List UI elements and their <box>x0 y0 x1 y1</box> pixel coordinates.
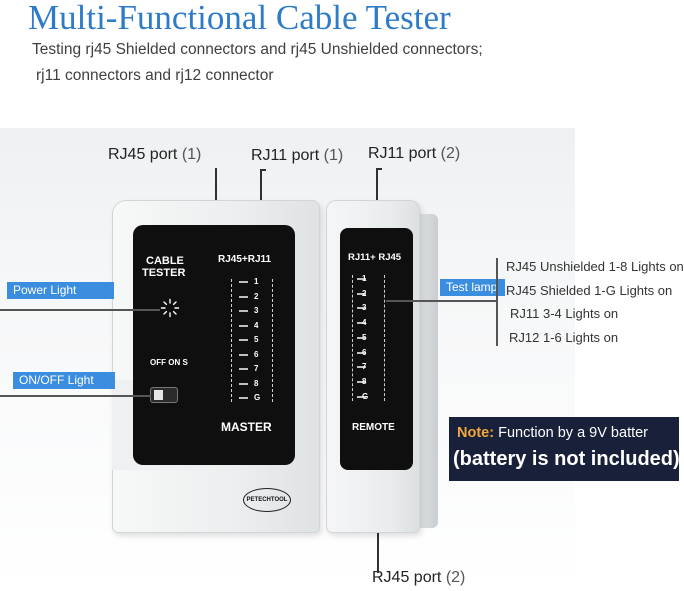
rj11-port-1-leader-tick <box>260 169 266 171</box>
master-lamp-6 <box>239 353 248 356</box>
remote-lamp-6 <box>357 351 366 354</box>
rj11-port-2-leader <box>376 168 378 200</box>
remote-lamp-label-8: 8 <box>362 376 367 386</box>
battery-note-line-2: (battery is not included) <box>453 448 680 470</box>
master-lamp-2 <box>239 295 248 298</box>
remote-lamp-bracket-right <box>384 275 388 401</box>
remote-lamp-5 <box>357 336 366 339</box>
master-switch-label: OFF ON S <box>150 358 188 367</box>
master-lamp-3 <box>239 310 248 312</box>
test-lamp-tag: Test lamp <box>440 279 506 296</box>
remote-lamp-2 <box>357 292 366 295</box>
power-light-tag: Power Light <box>7 282 114 299</box>
remote-lamp-label-7: 7 <box>362 362 367 372</box>
onoff-light-leader <box>0 395 151 397</box>
master-lamp-label-7: 7 <box>254 364 259 373</box>
lamp-info-1: RJ45 Unshielded 1-8 Lights on <box>506 259 684 274</box>
note-label: Note: <box>457 425 495 441</box>
master-lamp-5 <box>239 339 248 341</box>
rj11-port-1-leader <box>260 169 262 204</box>
power-light-leader <box>0 309 160 311</box>
remote-lamp-label-5: 5 <box>362 332 367 342</box>
master-lamp-8 <box>239 382 248 385</box>
master-lamp-4 <box>239 324 248 327</box>
master-lamp-7 <box>239 368 248 370</box>
rj11-port-1-label: RJ11 port (1) <box>251 147 344 164</box>
remote-lamp-label-6: 6 <box>362 347 367 357</box>
page-title: Multi-Functional Cable Tester <box>28 0 451 37</box>
master-lamp-g <box>239 397 248 399</box>
test-lamp-bracket <box>496 258 498 346</box>
remote-lamp-g <box>357 395 366 398</box>
remote-lamp-label-2: 2 <box>362 288 367 298</box>
master-name-label: MASTER <box>221 420 272 434</box>
master-lamp-label-3: 3 <box>254 306 259 315</box>
master-lamp-label-6: 6 <box>254 349 259 359</box>
battery-note-line-1: Note: Function by a 9V batter <box>457 425 648 441</box>
remote-name-label: REMOTE <box>352 422 395 433</box>
lamp-info-4: RJ12 1-6 Lights on <box>509 330 619 345</box>
remote-lamp-header: RJ11+ RJ45 <box>348 252 402 263</box>
rj45-port-1-leader <box>215 168 217 203</box>
master-lamp-label-1: 1 <box>254 277 259 286</box>
power-switch-knob <box>154 390 163 400</box>
rj45-port-2-leader <box>377 533 379 573</box>
test-lamp-leader <box>386 300 496 302</box>
rj11-port-2-leader-tick <box>376 168 382 170</box>
subtitle-line-1: Testing rj45 Shielded connectors and rj4… <box>32 41 483 58</box>
brand-logo: PETECHTOOL <box>243 488 291 512</box>
remote-lamp-label-1: 1 <box>362 274 367 283</box>
master-face <box>133 225 295 465</box>
master-lamp-label-8: 8 <box>254 378 259 388</box>
master-lamp-bracket-left <box>231 279 235 402</box>
rj11-port-2-label: RJ11 port (2) <box>368 145 461 162</box>
power-switch[interactable] <box>150 387 178 403</box>
rj45-port-1-label: RJ45 port (1) <box>108 146 202 163</box>
lamp-info-3: RJ11 3-4 Lights on <box>510 306 619 321</box>
note-text: Function by a 9V batter <box>498 425 649 441</box>
master-lamp-bracket-right <box>272 279 276 402</box>
onoff-light-tag: ON/OFF Light <box>13 372 115 389</box>
master-lamp-label-5: 5 <box>254 335 259 344</box>
master-lamp-1 <box>239 281 248 283</box>
master-cable-label: CABLE <box>146 255 184 267</box>
remote-lamp-label-g: G <box>362 391 369 401</box>
master-lamp-label-4: 4 <box>254 320 259 330</box>
remote-lamp-3 <box>357 307 366 310</box>
master-lamp-label-2: 2 <box>254 291 259 301</box>
remote-face <box>340 228 413 470</box>
remote-side-rail <box>420 214 438 528</box>
remote-lamp-bracket-left <box>352 275 356 401</box>
master-lamp-header: RJ45+RJ11 <box>218 254 272 265</box>
remote-lamp-label-4: 4 <box>362 318 367 328</box>
remote-lamp-8 <box>357 380 366 383</box>
subtitle-line-2: rj11 connectors and rj12 connector <box>36 67 274 84</box>
remote-lamp-label-3: 3 <box>362 303 367 313</box>
remote-lamp-4 <box>357 322 366 325</box>
remote-lamp-7 <box>357 366 366 369</box>
remote-lamp-1 <box>357 278 366 280</box>
lamp-info-2: RJ45 Shielded 1-G Lights on <box>506 283 673 298</box>
rj45-port-2-label: RJ45 port (2) <box>372 569 466 586</box>
master-lamp-label-g: G <box>254 393 261 402</box>
master-tester-label: TESTER <box>142 267 186 279</box>
battery-note: Note: Function by a 9V batter (battery i… <box>449 417 680 481</box>
power-light-icon <box>160 298 180 318</box>
